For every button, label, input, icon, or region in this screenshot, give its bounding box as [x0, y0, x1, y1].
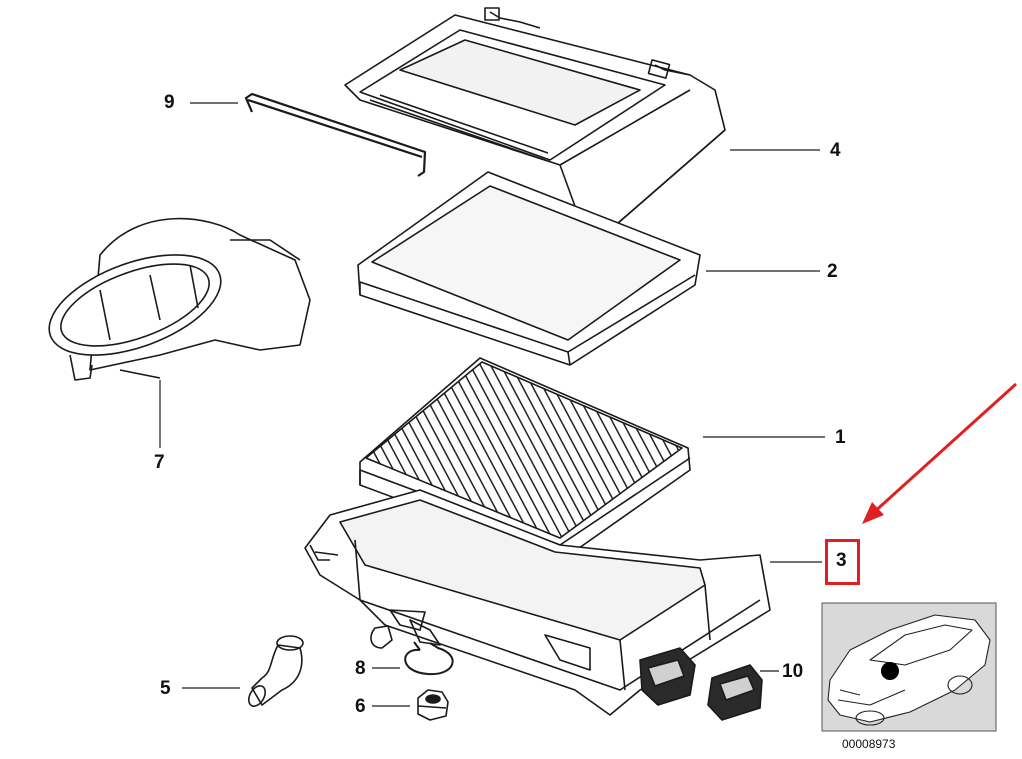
label-part-1: 1: [835, 427, 846, 448]
wire-clip: [244, 92, 427, 177]
catalog-number: 00008973: [842, 737, 896, 751]
label-part-7: 7: [154, 452, 165, 473]
location-dot: [881, 662, 899, 680]
hose-clamp: [404, 641, 454, 676]
rubber-mounts: [639, 647, 763, 721]
highlight-box-part-3: [825, 539, 860, 585]
pointer-arrow: [862, 382, 1018, 524]
upper-housing-cover: [344, 7, 726, 231]
label-part-3: 3: [836, 550, 847, 571]
label-part-9: 9: [164, 92, 175, 113]
air-intake-duct: [48, 217, 311, 381]
label-part-8: 8: [355, 658, 366, 679]
filter-frame: [357, 171, 701, 366]
elbow-hose: [248, 635, 304, 707]
hex-nut: [417, 689, 449, 721]
vehicle-location-inset: [821, 602, 997, 732]
label-part-5: 5: [160, 678, 171, 699]
label-part-6: 6: [355, 696, 366, 717]
label-part-2: 2: [827, 261, 838, 282]
label-part-4: 4: [830, 140, 841, 161]
leader-lines: [159, 102, 825, 707]
label-part-10: 10: [782, 661, 804, 682]
